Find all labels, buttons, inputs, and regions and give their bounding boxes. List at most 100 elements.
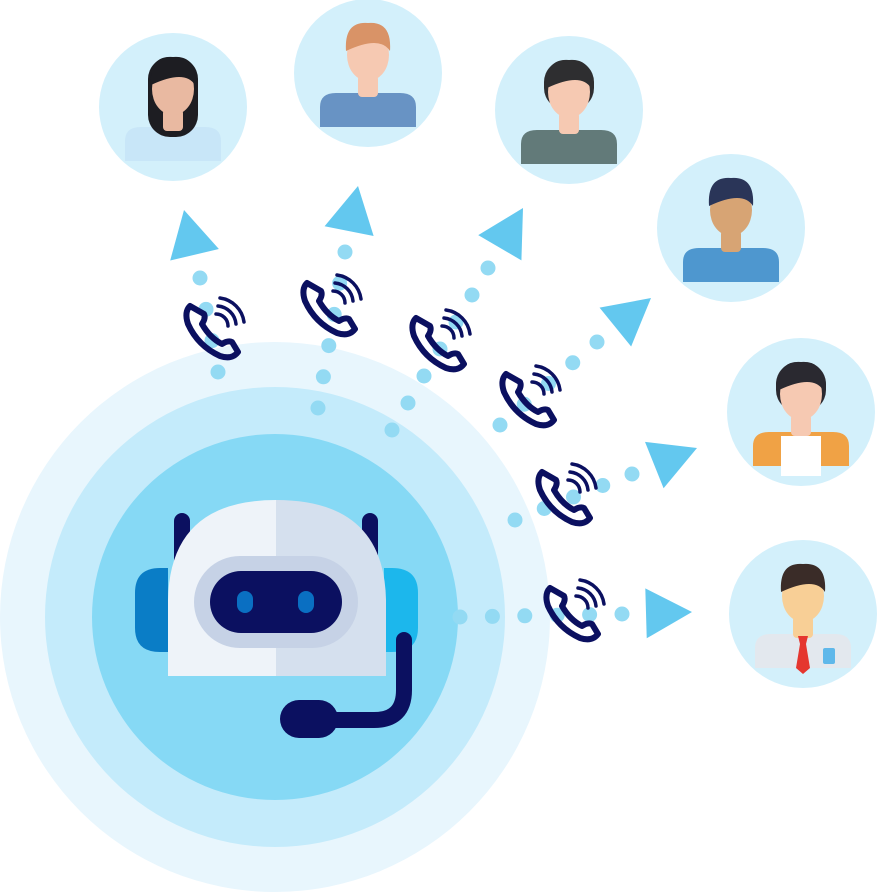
torso (125, 127, 221, 161)
signal-wave-3 (578, 578, 606, 606)
call-paths (192, 244, 640, 625)
path-dot (310, 400, 326, 416)
name-badge (823, 648, 835, 664)
path-dot (400, 395, 416, 411)
arrow-head-icon (170, 210, 219, 261)
neck (163, 109, 183, 131)
path-dot (192, 270, 208, 286)
call-path-1 (192, 270, 226, 380)
call-path-5 (507, 466, 640, 528)
path-dot (492, 417, 508, 433)
person-avatar-man-tie (729, 540, 877, 688)
hair (546, 59, 592, 88)
signal-wave-3 (335, 273, 363, 301)
person-avatar-man-blue-shirt (657, 154, 805, 302)
path-dot (614, 606, 630, 622)
handset (409, 315, 467, 373)
path-dot (595, 478, 611, 493)
handset (499, 371, 557, 429)
hair (150, 56, 196, 85)
neck (559, 112, 579, 134)
handset (535, 469, 593, 527)
hair (780, 563, 826, 592)
handset (543, 585, 601, 643)
path-dot (517, 608, 533, 624)
handset (300, 280, 358, 338)
person-avatar-icon (125, 56, 221, 161)
torso (320, 93, 416, 127)
person-avatar-icon (755, 563, 851, 674)
path-dot (416, 368, 432, 384)
signal-wave-2 (568, 470, 590, 492)
path-dot (321, 338, 337, 354)
robot-agent-icon (135, 500, 418, 738)
signal-wave-2 (333, 281, 355, 303)
path-dot (566, 489, 581, 505)
apron (781, 436, 821, 476)
signal-wave-2 (442, 316, 464, 338)
path-dot (565, 355, 581, 371)
hair (708, 177, 754, 206)
signal-wave-1 (214, 312, 230, 328)
phone-call-icon (543, 578, 606, 643)
hair (778, 361, 824, 390)
mic-boom (322, 632, 412, 728)
path-dot (452, 609, 468, 625)
signal-wave-1 (440, 324, 456, 340)
arrow-head-icon (645, 588, 692, 639)
path-dot (480, 260, 496, 276)
torso (521, 130, 617, 164)
phone-call-icon (183, 296, 246, 361)
ear-right (384, 568, 418, 652)
path-dot (624, 466, 640, 482)
mic-capsule (280, 700, 338, 738)
arrow-head-icon (599, 298, 651, 347)
signal-wave-3 (570, 462, 598, 490)
hair (345, 22, 391, 51)
phone-call-icon (535, 462, 598, 527)
arrow-head-icon (324, 186, 374, 236)
signal-wave-2 (216, 304, 238, 326)
contacts (99, 0, 877, 688)
path-dot (582, 607, 598, 623)
person-avatar-icon (320, 22, 416, 127)
call-path-3 (384, 260, 496, 438)
tie (796, 636, 810, 674)
signal-wave-2 (532, 372, 554, 394)
person-avatar-woman-apron (727, 338, 875, 486)
eye-left (237, 591, 253, 613)
person-avatar-icon (753, 361, 849, 476)
torso (683, 248, 779, 282)
path-dot (589, 334, 605, 350)
arrow-head-icon (645, 441, 697, 489)
signal-wave-1 (566, 478, 582, 494)
person-avatar-icon (683, 177, 779, 282)
signal-wave-3 (444, 308, 472, 336)
person-avatar-woman-long-hair (99, 33, 247, 181)
arrow-head-icon (478, 208, 523, 261)
path-dot (484, 608, 500, 624)
neck (358, 75, 378, 97)
signal-wave-1 (574, 594, 590, 610)
handset (183, 303, 241, 361)
person-avatar-man-ginger (294, 0, 442, 147)
phone-calls (183, 273, 606, 643)
signal-wave-1 (530, 380, 546, 396)
phone-call-icon (409, 308, 472, 373)
neck (793, 616, 813, 638)
neck (791, 414, 811, 436)
path-dot (464, 287, 480, 303)
person-avatar-icon (521, 59, 617, 164)
phone-call-icon (499, 364, 562, 429)
path-dot (337, 244, 353, 260)
path-dot (507, 512, 523, 528)
signal-wave-3 (534, 364, 562, 392)
signal-wave-3 (218, 296, 246, 324)
neck (721, 230, 741, 252)
signal-wave-2 (576, 586, 598, 608)
path-dot (210, 364, 226, 380)
path-dot (384, 422, 400, 438)
visor (210, 571, 342, 633)
